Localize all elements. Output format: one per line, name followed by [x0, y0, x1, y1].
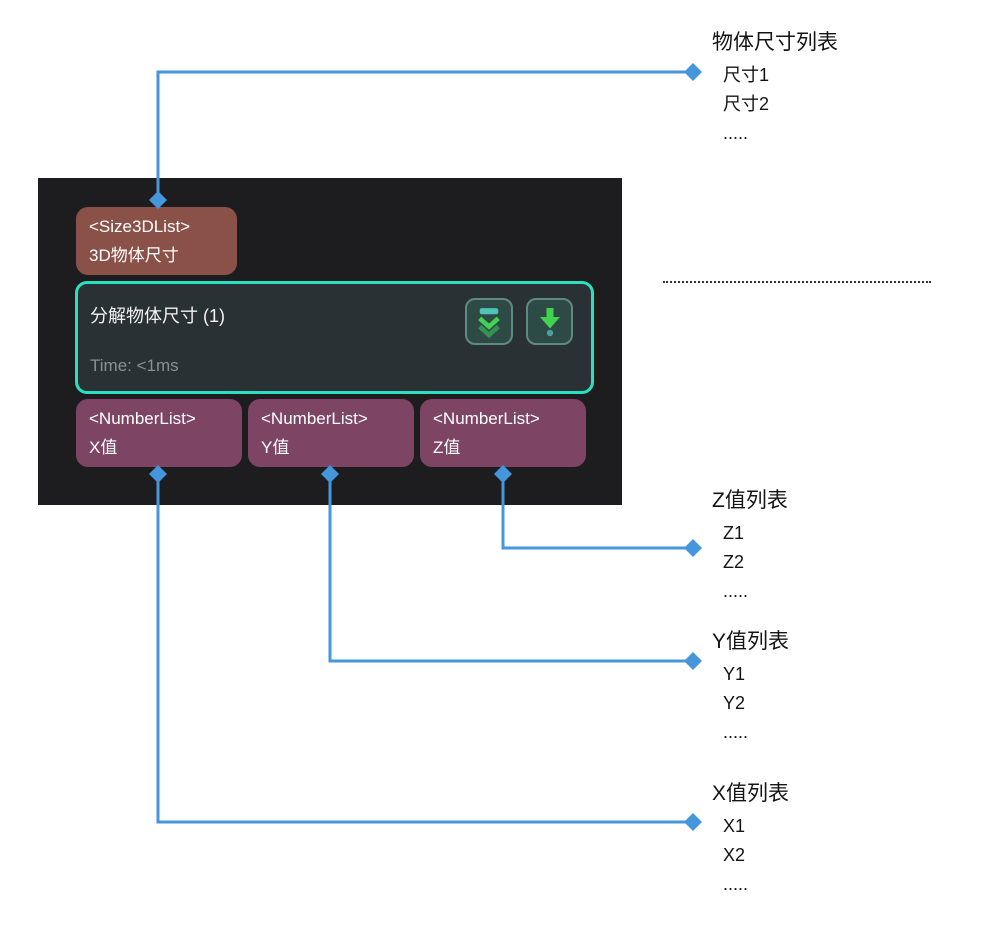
annotation-item: Z2 — [723, 552, 745, 572]
port-type-label: <NumberList> — [261, 409, 368, 428]
annotation-item: 尺寸1 — [723, 65, 770, 85]
input-port-size3dlist[interactable]: <Size3DList> 3D物体尺寸 — [76, 207, 237, 275]
annotation-item: ..... — [723, 581, 749, 601]
annotation-item: X2 — [723, 845, 746, 865]
output-port-z[interactable]: <NumberList> Z值 — [420, 399, 586, 467]
annotation-item: ..... — [723, 123, 749, 143]
annotation-title: 物体尺寸列表 — [712, 31, 838, 54]
connector-x-list — [156, 478, 686, 824]
annotation-item: ..... — [723, 874, 749, 894]
annotation-item: Y1 — [723, 664, 746, 684]
connector-diamond — [684, 63, 702, 81]
annotation-title: Y值列表 — [712, 630, 790, 653]
connector-diamond — [684, 539, 702, 557]
port-type-label: <NumberList> — [89, 409, 196, 428]
double-chevron-down-icon — [478, 308, 500, 338]
collapse-outputs-button[interactable] — [465, 298, 513, 345]
annotation-item: 尺寸2 — [723, 94, 770, 114]
annotation-title: Z值列表 — [712, 489, 788, 512]
annotation-size-list: 物体尺寸列表 尺寸1 尺寸2 ..... — [712, 29, 838, 148]
connector-diamond — [684, 813, 702, 831]
annotation-y-list: Y值列表 Y1 Y2 ..... — [712, 628, 789, 747]
step-node-body[interactable]: 分解物体尺寸 (1) Time: <1ms — [75, 281, 594, 394]
execution-time: Time: <1ms — [90, 356, 179, 375]
port-type-label: <NumberList> — [433, 409, 540, 428]
annotation-item: Y2 — [723, 693, 746, 713]
annotation-item: Z1 — [723, 523, 745, 543]
annotation-title: X值列表 — [712, 782, 790, 805]
port-name-label: X值 — [89, 438, 118, 457]
annotation-item: ..... — [723, 722, 749, 742]
dotted-divider — [663, 281, 931, 283]
output-port-x[interactable]: <NumberList> X值 — [76, 399, 242, 467]
step-title: 分解物体尺寸 (1) — [90, 306, 225, 326]
run-step-button[interactable] — [526, 298, 573, 345]
annotation-z-list: Z值列表 Z1 Z2 ..... — [712, 487, 788, 606]
annotation-x-list: X值列表 X1 X2 ..... — [712, 780, 789, 899]
output-port-y[interactable]: <NumberList> Y值 — [248, 399, 414, 467]
port-name-label: 3D物体尺寸 — [89, 246, 179, 265]
port-name-label: Y值 — [261, 438, 290, 457]
down-arrow-dot-icon — [539, 307, 560, 336]
annotation-item: X1 — [723, 816, 746, 836]
port-name-label: Z值 — [433, 438, 461, 457]
connector-y-list — [328, 478, 686, 663]
connector-diamond — [684, 652, 702, 670]
port-type-label: <Size3DList> — [89, 217, 191, 236]
